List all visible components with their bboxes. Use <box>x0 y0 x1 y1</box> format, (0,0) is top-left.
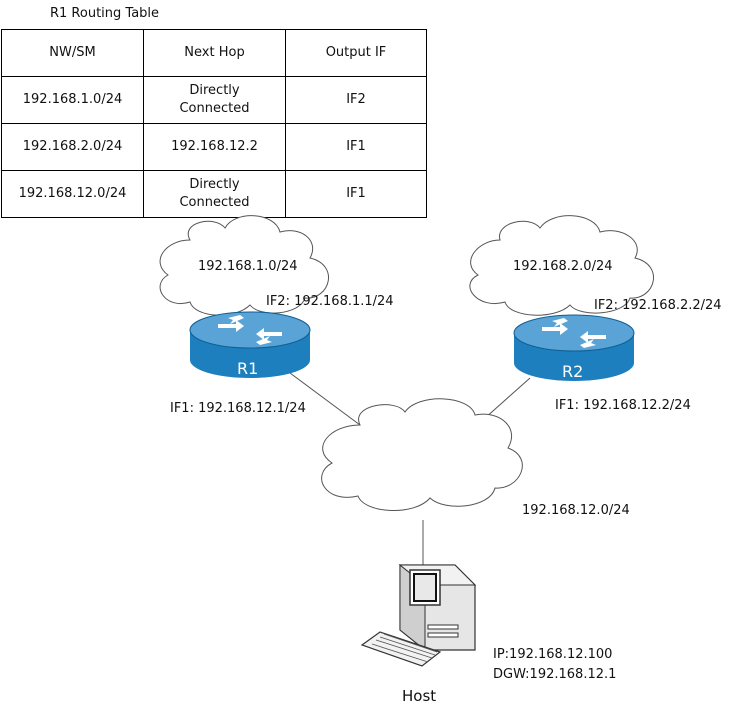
lan12-label: 192.168.12.0/24 <box>522 503 630 518</box>
cloud-lan1 <box>159 215 329 316</box>
cell-network: 192.168.2.0/24 <box>1 123 144 171</box>
router-r1-icon <box>189 311 311 378</box>
r1-if1-label: IF1: 192.168.12.1/24 <box>170 401 306 416</box>
routing-table: NW/SM Next Hop Output IF 192.168.1.0/24 … <box>1 29 427 218</box>
lan2-label: 192.168.2.0/24 <box>513 259 613 274</box>
header-outputif: Output IF <box>285 29 427 77</box>
cell-nexthop: 192.168.12.2 <box>143 123 286 171</box>
table-row: 192.168.2.0/24 192.168.12.2 IF1 <box>1 123 427 171</box>
header-nexthop: Next Hop <box>143 29 286 77</box>
link-r1-lan12 <box>289 372 361 426</box>
r2-if1-label: IF1: 192.168.12.2/24 <box>555 398 691 413</box>
r2-if2-label: IF2: 192.168.2.2/24 <box>594 298 722 313</box>
r1-if2-label: IF2: 192.168.1.1/24 <box>266 294 394 309</box>
host-name-label: Host <box>402 687 437 705</box>
cell-outputif: IF1 <box>285 170 427 218</box>
table-caption: R1 Routing Table <box>50 6 160 21</box>
router-r2-icon <box>513 314 635 381</box>
cell-outputif: IF2 <box>285 76 427 124</box>
cell-network: 192.168.12.0/24 <box>1 170 144 218</box>
host-dgw-label: DGW:192.168.12.1 <box>493 667 617 682</box>
r2-name: R2 <box>562 362 584 381</box>
host-computer-icon <box>360 563 477 667</box>
table-header-row: NW/SM Next Hop Output IF <box>1 29 427 77</box>
cell-network: 192.168.1.0/24 <box>1 76 144 124</box>
cloud-lan12 <box>321 398 523 511</box>
cloud-lan2 <box>469 215 654 316</box>
header-nwsm: NW/SM <box>1 29 144 77</box>
r1-name: R1 <box>237 359 259 378</box>
host-ip-label: IP:192.168.12.100 <box>493 647 613 662</box>
lan1-label: 192.168.1.0/24 <box>198 259 298 274</box>
